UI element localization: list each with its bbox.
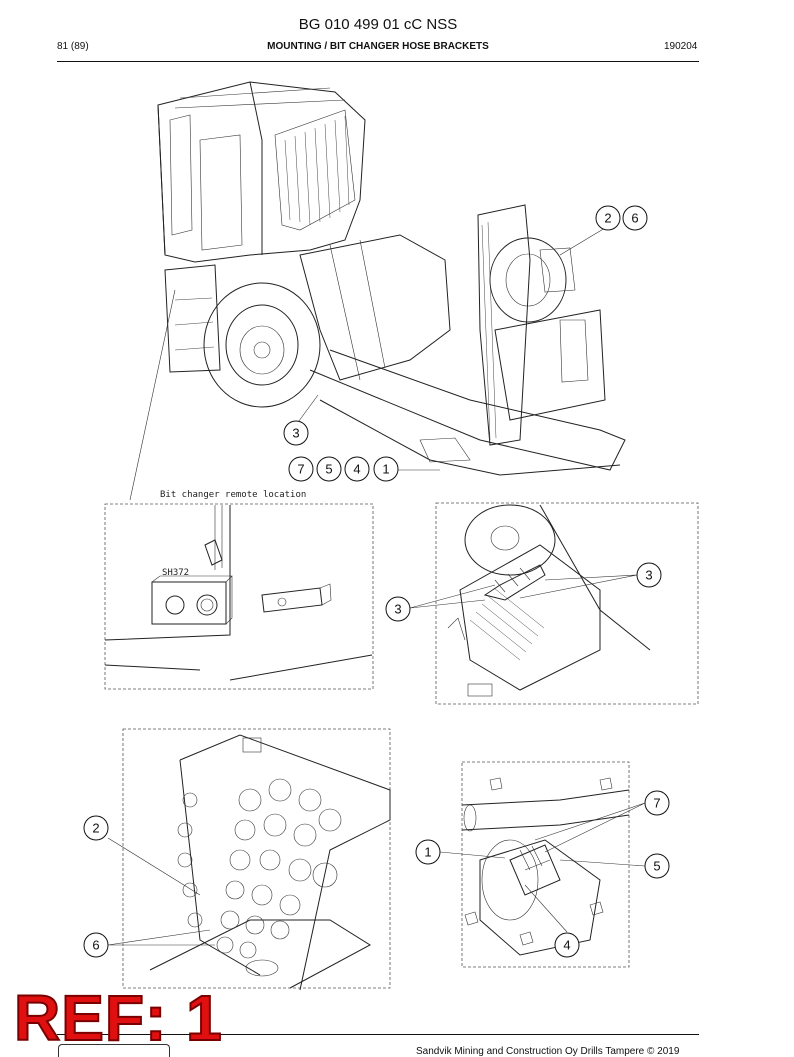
svg-text:7: 7 — [653, 796, 660, 811]
callout-main-5: 5 — [316, 456, 342, 482]
detail-valve-block — [107, 728, 391, 991]
callout-main-3: 3 — [283, 420, 309, 446]
detail-brackets-1457 — [439, 761, 646, 968]
callout-detail3-6: 6 — [83, 932, 109, 958]
ref-stamp: REF: 1 — [13, 982, 223, 1054]
svg-text:6: 6 — [631, 211, 638, 226]
svg-text:1: 1 — [424, 845, 431, 860]
callout-detail4-4: 4 — [554, 932, 580, 958]
callout-main-1: 1 — [373, 456, 399, 482]
detail-remote-location: Bit changer remote location SH372 — [104, 289, 374, 690]
switch-label: SH372 — [162, 568, 189, 578]
callout-detail2-3-left: 3 — [385, 596, 411, 622]
svg-text:5: 5 — [325, 462, 332, 477]
document-date: 190204 — [664, 41, 698, 52]
callout-detail4-5: 5 — [644, 853, 670, 879]
svg-text:5: 5 — [653, 859, 660, 874]
svg-text:1: 1 — [382, 462, 389, 477]
callout-detail4-1: 1 — [415, 839, 441, 865]
svg-text:2: 2 — [604, 211, 611, 226]
document-id: BG 010 499 01 cC NSS — [298, 16, 458, 33]
header-rule — [57, 61, 699, 62]
detail-brackets-3 — [409, 502, 699, 705]
footer-copyright: Sandvik Mining and Construction Oy Drill… — [416, 1046, 680, 1057]
svg-text:4: 4 — [563, 938, 570, 953]
svg-text:2: 2 — [92, 821, 99, 836]
main-rig-view — [157, 81, 626, 476]
page-number: 81 (89) — [57, 41, 89, 52]
callout-detail2-3-right: 3 — [636, 562, 662, 588]
svg-text:4: 4 — [353, 462, 360, 477]
callout-detail3-2: 2 — [83, 815, 109, 841]
callout-detail4-7: 7 — [644, 790, 670, 816]
callout-main-2: 2 — [595, 205, 621, 231]
svg-text:3: 3 — [645, 568, 652, 583]
callout-main-6: 6 — [622, 205, 648, 231]
svg-text:3: 3 — [394, 602, 401, 617]
footer-rule — [57, 1034, 699, 1035]
svg-text:7: 7 — [297, 462, 304, 477]
svg-text:3: 3 — [292, 426, 299, 441]
svg-text:6: 6 — [92, 938, 99, 953]
section-title: MOUNTING / BIT CHANGER HOSE BRACKETS — [267, 41, 489, 52]
callout-main-7: 7 — [288, 456, 314, 482]
callout-main-4: 4 — [344, 456, 370, 482]
remote-location-label: Bit changer remote location — [160, 490, 306, 500]
sandvik-logo — [58, 1044, 170, 1057]
